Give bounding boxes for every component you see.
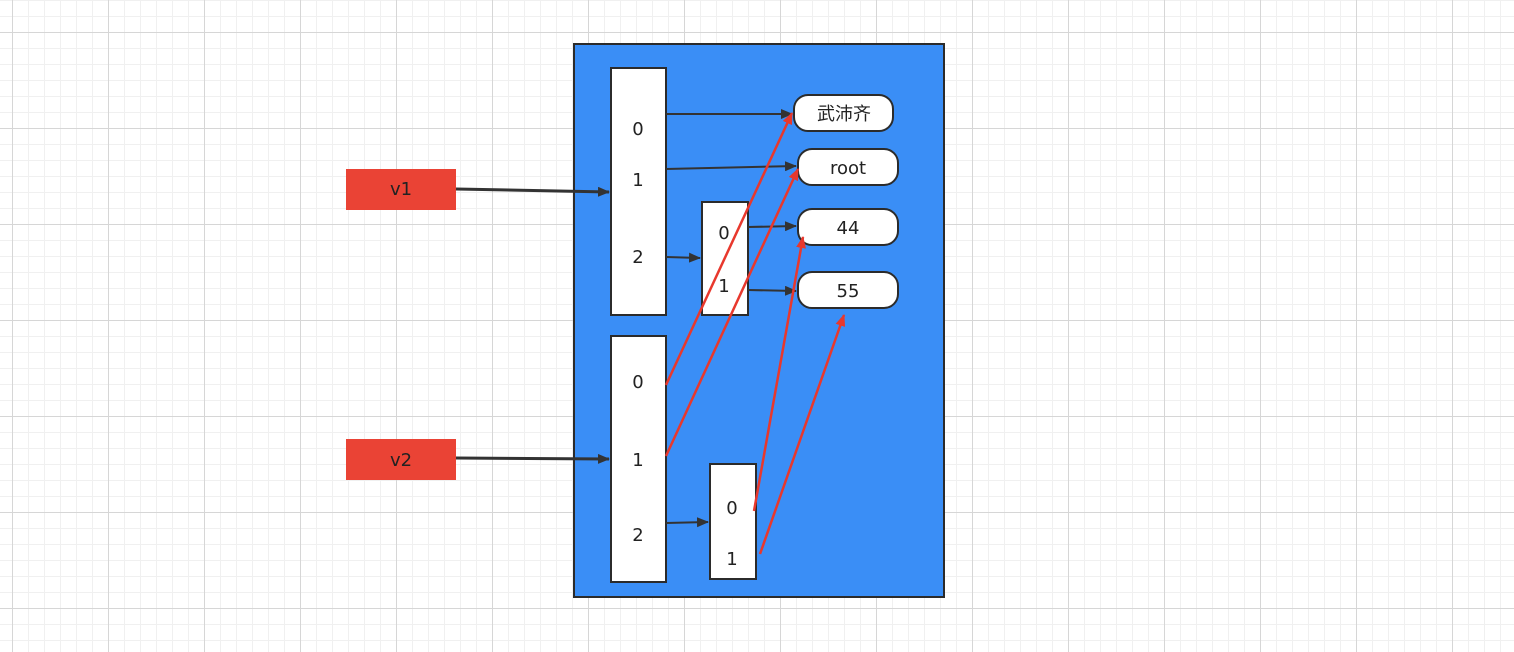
inner-array-v2 (709, 463, 757, 580)
inner-array-v1-index-1: 1 (718, 276, 729, 297)
outer-array-v1 (610, 67, 667, 316)
value-name-label: 武沛齐 (817, 104, 871, 125)
value-44-label: 44 (837, 218, 860, 239)
inner-array-v2-index-0: 0 (726, 498, 737, 519)
red-arrow-v2-index1-to-root (664, 168, 800, 457)
variable-v2-label: v2 (390, 450, 412, 471)
arrow-v2-index2-to-inner-array (665, 517, 709, 528)
arrow-v2-to-outer-array (455, 453, 610, 464)
arrow-v1-index1-to-root (665, 161, 797, 172)
red-arrow-v2-inner0-to-44 (752, 236, 806, 512)
value-root-label: root (830, 158, 866, 179)
outer-array-v1-index-0: 0 (632, 119, 643, 140)
outer-array-v1-index-2: 2 (632, 247, 643, 268)
outer-array-v2-index-1: 1 (632, 450, 643, 471)
outer-array-v2-index-2: 2 (632, 525, 643, 546)
variable-v2-box (346, 439, 456, 480)
outer-array-v2 (610, 335, 667, 583)
inner-array-v2-index-1: 1 (726, 549, 737, 570)
red-arrow-v2-index0-to-name (664, 112, 794, 386)
value-box-55 (797, 271, 899, 309)
inner-array-v1-index-0: 0 (718, 223, 729, 244)
arrow-v1-index2-to-inner-array (665, 252, 701, 263)
arrow-v1-inner1-to-55 (747, 285, 797, 296)
value-box-name (793, 94, 894, 132)
value-box-44 (797, 208, 899, 246)
value-55-label: 55 (837, 281, 860, 302)
outer-array-v2-index-0: 0 (632, 372, 643, 393)
arrow-v1-to-outer-array (455, 186, 610, 197)
outer-array-v1-index-1: 1 (632, 170, 643, 191)
variable-v1-box (346, 169, 456, 210)
value-box-root (797, 148, 899, 186)
red-arrow-v2-inner1-to-55 (758, 314, 846, 555)
variable-v1-label: v1 (390, 179, 412, 200)
